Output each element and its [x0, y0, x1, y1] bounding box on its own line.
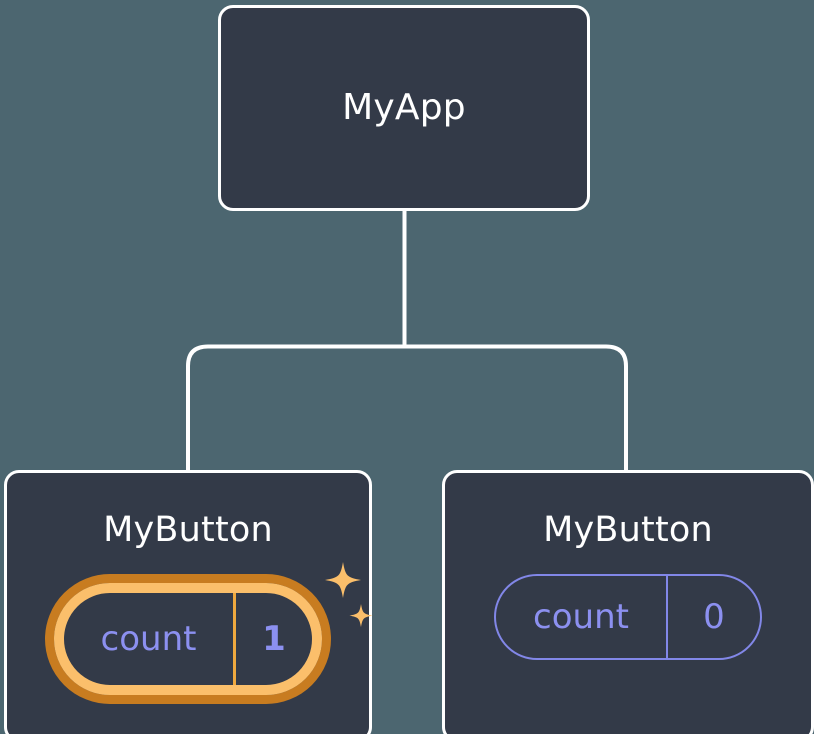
state-value-label-left: 1 — [262, 619, 286, 659]
node-myapp-label: MyApp — [342, 87, 466, 128]
state-key-cell-right: count — [496, 576, 668, 658]
state-pill-wrapper-left: count 1 — [45, 562, 373, 704]
sparkle-small-icon — [349, 604, 373, 628]
connector-branch-bus — [186, 344, 628, 470]
state-key-label-left: count — [100, 619, 197, 659]
state-key-label-right: count — [533, 597, 629, 637]
state-value-cell-right: 0 — [668, 576, 760, 658]
sparkle-large-icon — [325, 562, 361, 598]
state-value-cell-left: 1 — [236, 593, 312, 685]
node-mybutton-left[interactable]: MyButton count 1 — [4, 470, 373, 734]
state-pill-plain[interactable]: count 0 — [494, 574, 762, 660]
node-mybutton-right-label: MyButton — [543, 510, 713, 550]
state-value-label-right: 0 — [703, 597, 725, 637]
state-pill-highlighted[interactable]: count 1 — [45, 574, 331, 704]
node-mybutton-left-label: MyButton — [103, 510, 273, 550]
node-myapp[interactable]: MyApp — [218, 5, 590, 211]
state-pill-wrapper-right: count 0 — [494, 574, 762, 660]
node-mybutton-right[interactable]: MyButton count 0 — [442, 470, 814, 734]
state-pill-highlighted-inner: count 1 — [54, 583, 322, 695]
state-key-cell-left: count — [64, 593, 236, 685]
